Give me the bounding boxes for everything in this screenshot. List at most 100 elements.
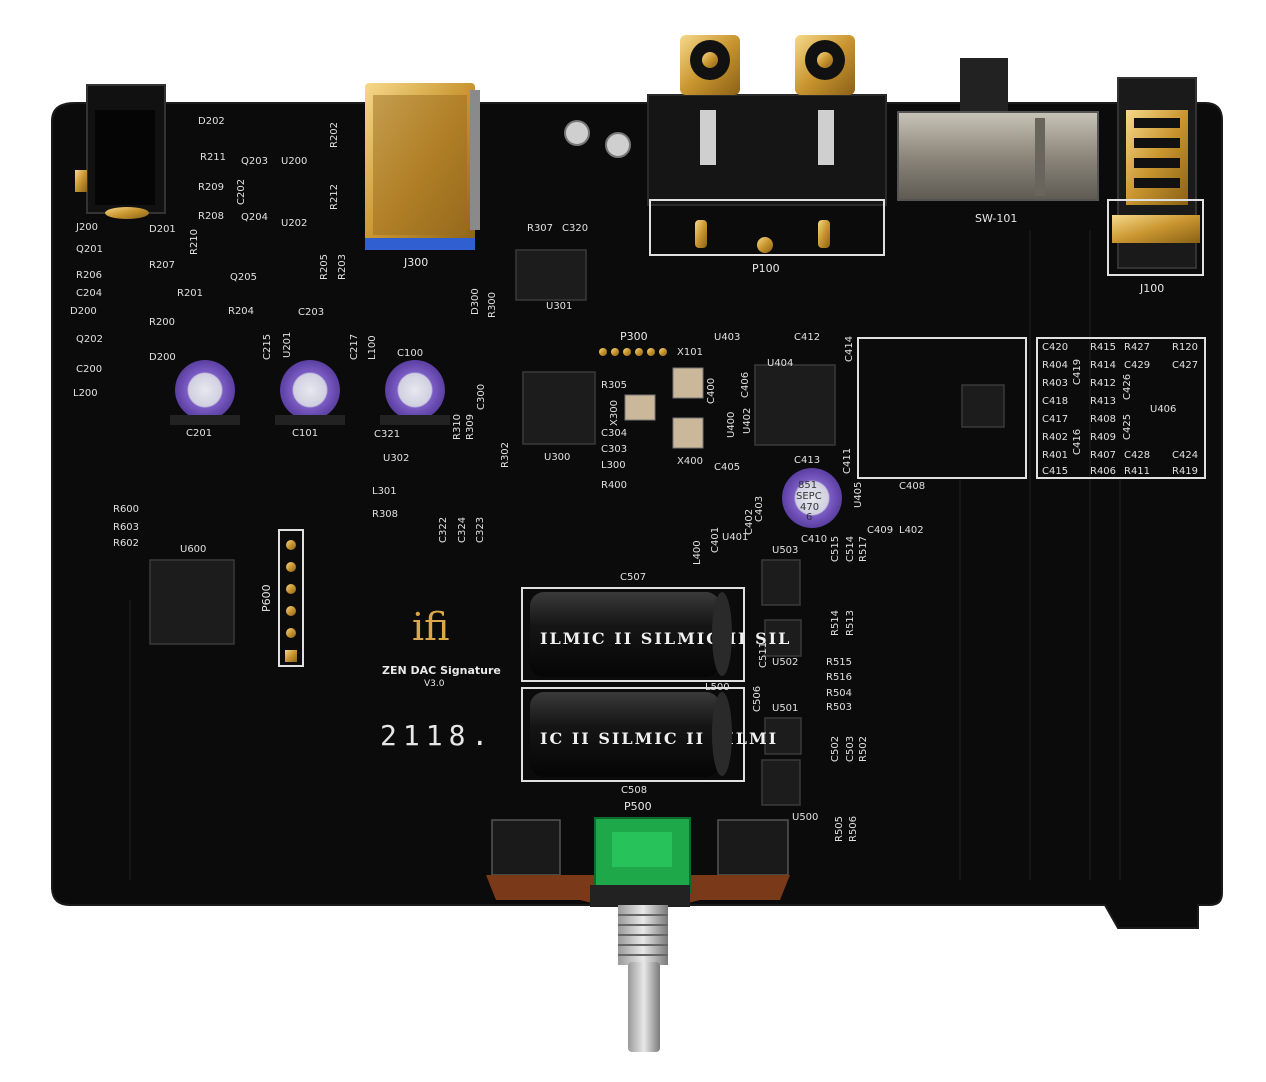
silk-label-r203: R203 [337, 254, 348, 280]
silk-label-c100: C100 [397, 348, 423, 359]
silk-label-d201: D201 [149, 224, 176, 235]
silk-label-r204: R204 [228, 306, 254, 317]
silk-label-r403: R403 [1042, 378, 1068, 389]
silk-label-j300: J300 [403, 256, 428, 269]
volume-potentiometer-p500 [486, 817, 790, 1052]
silk-label-c420: C420 [1042, 342, 1068, 353]
silk-label-c416: C416 [1072, 429, 1083, 455]
silk-label-c410: C410 [801, 534, 827, 545]
silk-label-c414: C414 [844, 336, 855, 362]
silk-label-c413: C413 [794, 455, 820, 466]
silk-label-c427: C427 [1172, 360, 1198, 371]
silk-label-r207: R207 [149, 260, 175, 271]
silk-label-u503: U503 [772, 545, 798, 556]
silk-label-c401: C401 [710, 527, 721, 553]
silk-label-c506: C506 [752, 686, 763, 712]
silk-label-c202: C202 [236, 179, 247, 205]
silk-label-c200: C200 [76, 364, 102, 375]
silk-label-c429: C429 [1124, 360, 1150, 371]
silk-label-c204: C204 [76, 288, 102, 299]
silk-label-c511: C511 [758, 642, 769, 668]
silk-label-r212: R212 [329, 184, 340, 210]
silk-label-u201: U201 [282, 332, 293, 358]
silk-label-r210: R210 [189, 229, 200, 255]
silk-label-u500: U500 [792, 812, 818, 823]
capacitor-c101 [275, 360, 345, 425]
rca-connectors-p100 [647, 35, 887, 256]
silk-label-r419: R419 [1172, 466, 1198, 477]
silk-label-r402: R402 [1042, 432, 1068, 443]
silk-label-j100: J100 [1139, 282, 1164, 295]
silk-label-c409: C409 [867, 525, 893, 536]
screw-2 [605, 132, 631, 158]
silk-label-r415: R415 [1090, 342, 1116, 353]
silk-label-u401: U401 [722, 532, 748, 543]
silk-label-u406: U406 [1150, 404, 1176, 415]
silk-label-c418: C418 [1042, 396, 1068, 407]
silk-label-l200: L200 [73, 388, 98, 399]
silk-label-q202: Q202 [76, 334, 103, 345]
silk-label-c303: C303 [601, 444, 627, 455]
silk-label-p500: P500 [624, 800, 652, 813]
silk-label-c215: C215 [262, 334, 273, 360]
silk-label-u400: U400 [726, 412, 737, 438]
version-label: V3.0 [424, 679, 445, 689]
silk-label-r308: R308 [372, 509, 398, 520]
silk-label-c403: C403 [754, 496, 765, 522]
silk-label-c419: C419 [1072, 359, 1083, 385]
silk-label-q204: Q204 [241, 212, 268, 223]
silk-label-x300: X300 [609, 400, 620, 426]
silk-label-c411: C411 [842, 448, 853, 474]
ic-chips [149, 249, 1005, 806]
silk-label-r414: R414 [1090, 360, 1116, 371]
silk-label-l402: L402 [899, 525, 924, 536]
silk-label-r201: R201 [177, 288, 203, 299]
silk-label-r406: R406 [1090, 466, 1116, 477]
silk-label-r309: R309 [465, 414, 476, 440]
capacitor-c410 [782, 468, 842, 528]
silk-label-l100: L100 [367, 335, 378, 360]
cap-c507-marking: ILMIC II SILMIC II SIL [540, 629, 791, 648]
silk-label-d202: D202 [198, 116, 225, 127]
silk-label-d200: D200 [70, 306, 97, 317]
silk-label-q201: Q201 [76, 244, 103, 255]
silk-label-c408: C408 [899, 481, 925, 492]
silk-label-r506: R506 [848, 816, 859, 842]
silk-label-r401: R401 [1042, 450, 1068, 461]
brand-logo: ifi [412, 605, 450, 649]
silk-label-d300: D300 [470, 288, 481, 315]
silk-label-r202: R202 [329, 122, 340, 148]
silk-label-u501: U501 [772, 703, 798, 714]
capacitor-c100 [380, 360, 450, 425]
silk-label-r516: R516 [826, 672, 852, 683]
switch-sw101 [897, 58, 1099, 201]
silk-label-r503: R503 [826, 702, 852, 713]
silk-label-r603: R603 [113, 522, 139, 533]
outline-left-block [857, 337, 1027, 479]
silk-label-r409: R409 [1090, 432, 1116, 443]
silk-label-c300: C300 [476, 384, 487, 410]
c410-marking-line: 470 [800, 502, 819, 513]
silk-label-r211: R211 [200, 152, 226, 163]
silk-label-r302: R302 [500, 442, 511, 468]
header-p600 [278, 529, 304, 667]
silk-label-u200: U200 [281, 156, 307, 167]
silk-label-c324: C324 [457, 517, 468, 543]
silk-label-u405: U405 [853, 482, 864, 508]
capacitor-c508: IC II SILMIC II SILMI [521, 687, 776, 782]
silk-label-r400: R400 [601, 480, 627, 491]
silk-label-l301: L301 [372, 486, 397, 497]
silk-label-c502: C502 [830, 736, 841, 762]
silk-label-sw-101: SW-101 [975, 212, 1017, 225]
silk-label-u402: U402 [742, 408, 753, 434]
silk-label-r408: R408 [1090, 414, 1116, 425]
silk-label-q203: Q203 [241, 156, 268, 167]
pads-p300 [599, 348, 667, 356]
silk-label-r513: R513 [845, 610, 856, 636]
silk-label-x400: X400 [677, 456, 703, 467]
usb-connector-j300 [365, 83, 480, 250]
silk-label-c417: C417 [1042, 414, 1068, 425]
silk-label-r307: R307 [527, 223, 553, 234]
